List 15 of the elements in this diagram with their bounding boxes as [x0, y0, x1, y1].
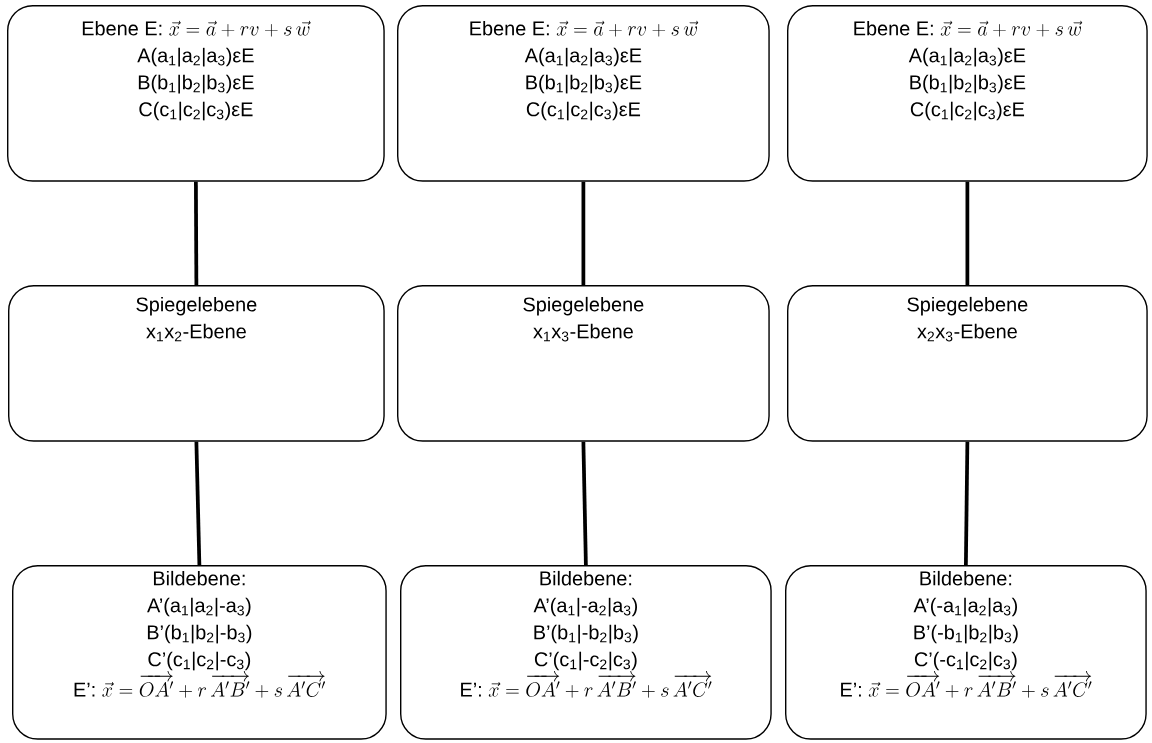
rounded-box: Ebene E: $\vec{x} = \vec{a} + r v + s\,\vec{w}$ A(a$_{1}$|a$_{2}$|a$_{3}$)εE B(b$_{1}$|b$_{2}$|b$_{3}$)εE C(c$_{1}$|c$_{2}$|c$_{3}$)εE	[7, 5, 385, 182]
rounded-box: Spiegelebene x$_{2}$x$_{3}$-Ebene	[787, 285, 1148, 442]
rounded-box: Bildebene: A’(a$_{1}$|-a$_{2}$|a$_{3}$) B’(b$_{1}$|-b$_{2}$|b$_{3}$) C’(c$_{1}$|-c$_{2}$|c$_{3}$) E’: $\vec{x} = \overrightarrow{OA'} + r\,\overrightarrow{A'B'} + s\,\overrightarrow{A'C'}$	[400, 565, 772, 740]
rounded-box: Spiegelebene x$_{1}$x$_{2}$-Ebene	[8, 285, 385, 442]
connector-line	[194, 181, 199, 285]
connector-line	[194, 441, 202, 566]
connector-line	[581, 181, 586, 285]
connector-line	[964, 441, 970, 566]
rounded-box: Spiegelebene x$_{1}$x$_{3}$-Ebene	[397, 285, 770, 442]
rounded-box: Ebene E: $\vec{x} = \vec{a} + r v + s\,\vec{w}$ A(a$_{1}$|a$_{2}$|a$_{3}$)εE B(b$_{1}$|b$_{2}$|b$_{3}$)εE C(c$_{1}$|c$_{2}$|c$_{3}$)εE	[397, 5, 770, 182]
rounded-box: Bildebene: A’(a$_{1}$|a$_{2}$|-a$_{3}$) B’(b$_{1}$|b$_{2}$|-b$_{3}$) C’(c$_{1}$|c$_{2}$|-c$_{3}$) E’: $\vec{x} = \overrightarrow{OA'} + r\,\overrightarrow{A'B'} + s\,\overrightarrow{A'C'}$	[12, 565, 387, 740]
rounded-box: Ebene E: $\vec{x} = \vec{a} + r v + s\,\vec{w}$ A(a$_{1}$|a$_{2}$|a$_{3}$)εE B(b$_{1}$|b$_{2}$|b$_{3}$)εE C(c$_{1}$|c$_{2}$|c$_{3}$)εE	[787, 5, 1148, 182]
connector-line	[965, 181, 970, 285]
rounded-box: Bildebene: A’(-a$_{1}$|a$_{2}$|a$_{3}$) B’(-b$_{1}$|b$_{2}$|b$_{3}$) C’(-c$_{1}$|c$_{2}$|c$_{3}$) E’: $\vec{x} = \overrightarrow{OA'} + r\,\overrightarrow{A'B'} + s\,\overrightarrow{A'C'}$	[785, 565, 1147, 740]
connector-line	[581, 441, 588, 566]
